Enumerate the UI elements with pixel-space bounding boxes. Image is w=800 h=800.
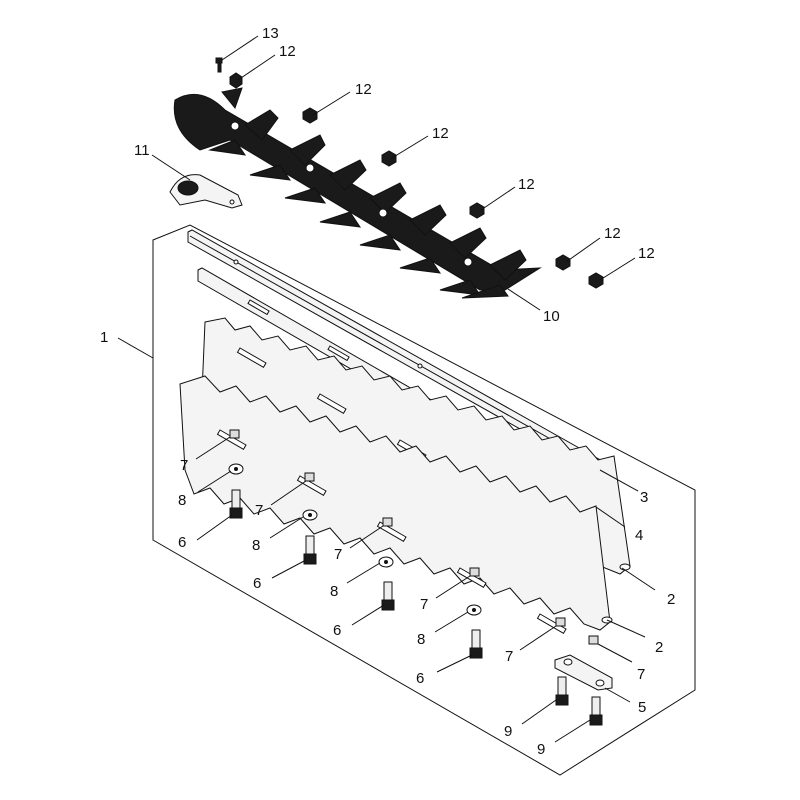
callout-12: 12 [432,125,449,142]
callout-2: 2 [655,639,663,656]
callout-3: 3 [640,489,648,506]
callout-6: 6 [333,622,341,639]
leader-lines [117,35,656,743]
callout-8: 8 [178,492,186,509]
small-bolt [215,57,223,73]
assembly-box-outline [152,224,696,776]
callout-6: 6 [416,670,424,687]
callout-7: 7 [255,502,263,519]
callout-1: 1 [100,329,108,346]
callout-labels: 1 2 2 3 4 5 6 6 6 6 7 7 7 7 7 7 8 8 8 8 … [100,25,675,758]
callout-7: 7 [505,648,513,665]
nuts [229,72,604,289]
callout-13: 13 [262,25,279,42]
callout-12: 12 [518,176,535,193]
top-comb-guard [173,87,542,299]
callout-12: 12 [279,43,296,60]
spacer-washers [228,463,482,616]
callout-7: 7 [180,457,188,474]
blade-bolts [229,489,483,659]
callout-8: 8 [252,537,260,554]
callout-7: 7 [637,666,645,683]
callout-10: 10 [543,308,560,325]
callout-7: 7 [334,546,342,563]
callout-6: 6 [253,575,261,592]
spacer-nuts [229,429,599,645]
callout-9: 9 [504,723,512,740]
callout-5: 5 [638,699,646,716]
callout-4: 4 [635,527,643,544]
callout-2: 2 [667,591,675,608]
callout-11: 11 [134,142,150,159]
holder-bracket [169,174,243,209]
callout-6: 6 [178,534,186,551]
callout-12: 12 [355,81,372,98]
bottom-plate [554,654,613,691]
callout-12: 12 [638,245,655,262]
callout-8: 8 [417,631,425,648]
callout-7: 7 [420,596,428,613]
lower-cutting-blade [179,375,613,635]
callout-8: 8 [330,583,338,600]
callout-12: 12 [604,225,621,242]
callout-9: 9 [537,741,545,758]
plate-bolts [555,676,603,726]
